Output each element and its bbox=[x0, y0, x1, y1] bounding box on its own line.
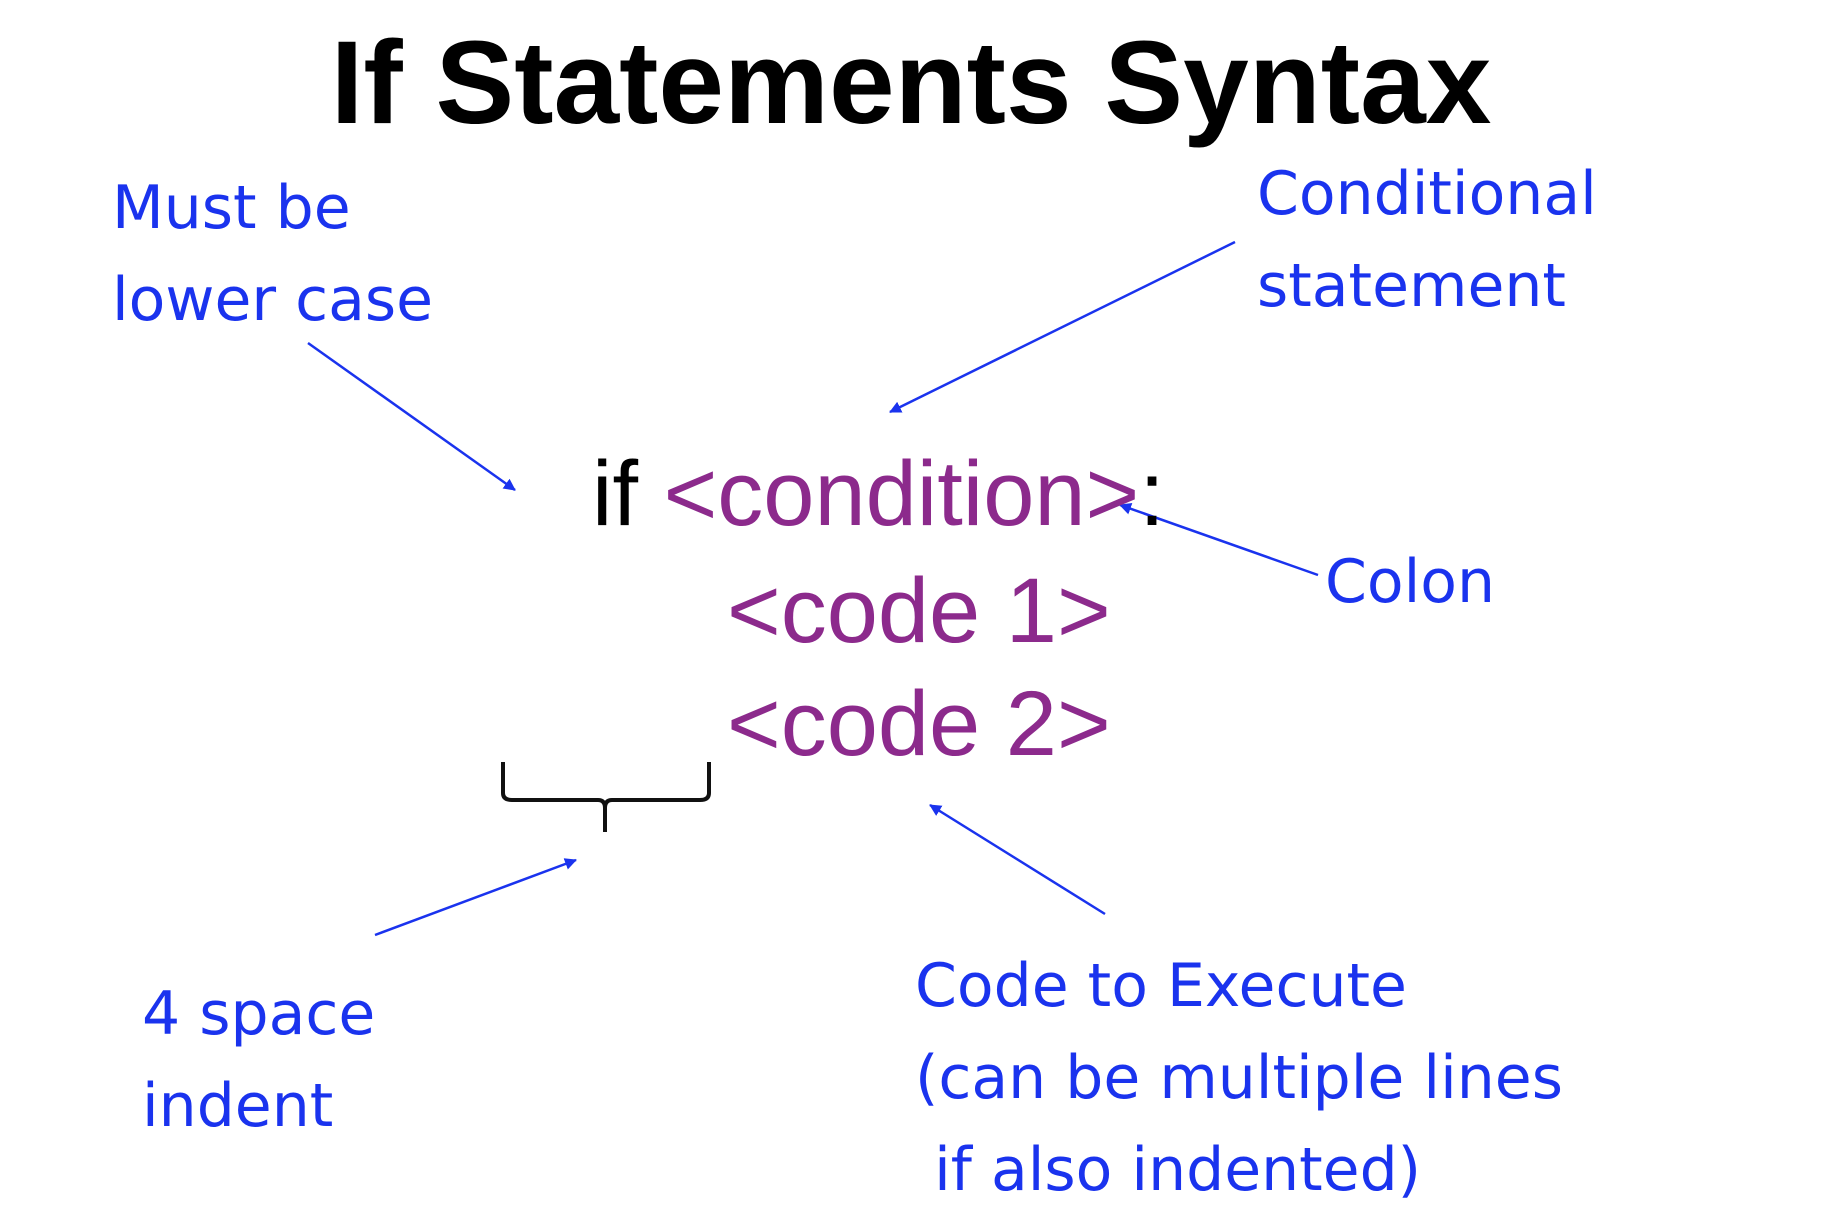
annotation-colon: Colon bbox=[1325, 536, 1495, 628]
arrow-conditional bbox=[889, 240, 1236, 414]
arrow-colon bbox=[1119, 503, 1319, 577]
indent-bracket bbox=[501, 762, 711, 832]
annotation-line: 4 space bbox=[142, 979, 376, 1049]
arrow-indent bbox=[374, 858, 577, 937]
code-line-1: <code 1> bbox=[727, 555, 1111, 667]
annotation-line: (can be multiple lines bbox=[915, 1043, 1563, 1113]
annotation-line: Must be bbox=[112, 173, 351, 243]
annotation-line: indent bbox=[142, 1071, 334, 1141]
annotation-must-be-lower-case: Must be lower case bbox=[112, 162, 433, 346]
annotation-line: Code to Execute bbox=[915, 951, 1407, 1021]
arrow-lower-case bbox=[307, 341, 516, 492]
arrow-code-exec bbox=[929, 803, 1106, 916]
annotation-line: Conditional bbox=[1257, 159, 1597, 229]
code-line-if: if <condition>: bbox=[592, 438, 1165, 550]
annotation-line: Colon bbox=[1325, 547, 1496, 617]
condition-placeholder: <condition> bbox=[663, 443, 1140, 545]
page-title: If Statements Syntax bbox=[330, 17, 1492, 149]
if-keyword: if bbox=[592, 443, 664, 545]
colon-char: : bbox=[1139, 443, 1165, 545]
code-1-placeholder: <code 1> bbox=[727, 560, 1111, 662]
code-line-2: <code 2> bbox=[727, 668, 1111, 780]
code-2-placeholder: <code 2> bbox=[727, 673, 1111, 775]
annotation-line: if also indented) bbox=[915, 1135, 1422, 1205]
annotation-conditional-statement: Conditional statement bbox=[1257, 148, 1597, 332]
annotation-line: lower case bbox=[112, 265, 434, 335]
annotation-code-to-execute: Code to Execute (can be multiple lines i… bbox=[915, 940, 1563, 1216]
annotation-line: statement bbox=[1257, 251, 1566, 321]
annotation-4-space-indent: 4 space indent bbox=[142, 968, 375, 1152]
